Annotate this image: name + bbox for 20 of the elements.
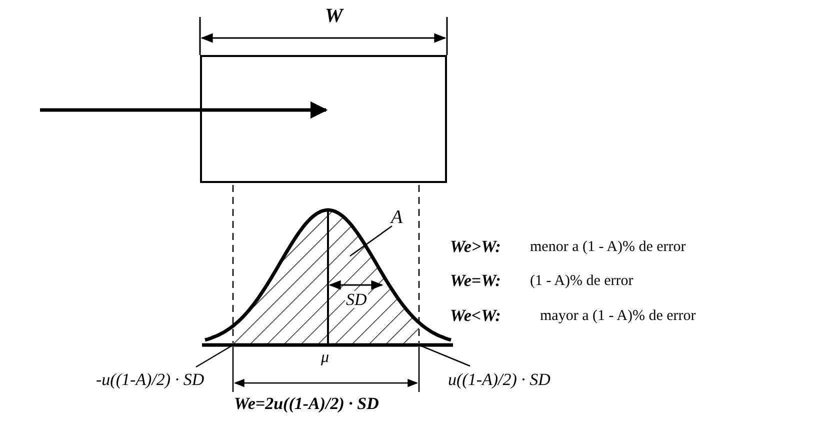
dimension-label: W (325, 6, 343, 26)
error-description: mayor a (1 - A)% de error (540, 309, 696, 324)
limit-formula: u((1-A)/2) · SD (448, 371, 550, 388)
condition-label: We=W: (450, 272, 501, 289)
arrow (40, 101, 328, 119)
error-description: menor a (1 - A)% de error (530, 240, 686, 255)
area-label: A (391, 208, 403, 227)
sd-label: SD (345, 291, 368, 308)
target-box (200, 55, 447, 183)
error-description: (1 - A)% de error (530, 274, 634, 289)
width-formula: We=2u((1-A)/2) · SD (234, 395, 379, 412)
leader-line (350, 225, 392, 257)
mean-label: μ (321, 350, 330, 366)
limit-formula: -u((1-A)/2) · SD (96, 371, 204, 388)
projection-line (232, 185, 234, 343)
condition-label: We>W: (450, 238, 501, 255)
leader-line (196, 344, 234, 368)
condition-label: We<W: (450, 307, 501, 324)
leader-line (418, 344, 470, 367)
projection-line (418, 185, 420, 343)
